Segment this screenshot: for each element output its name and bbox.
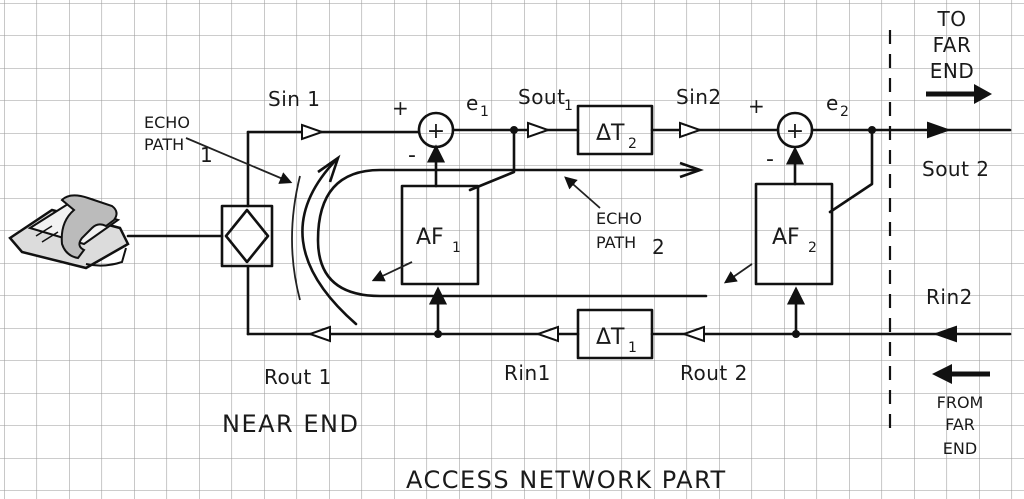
rout1-arrow	[306, 325, 331, 343]
sum1-plus-sign: +	[392, 96, 409, 120]
echo-path-2-label-line1: ECHO	[596, 209, 642, 228]
access-network-label: ACCESS NETWORK PART	[406, 466, 727, 494]
e2-subscript: 2	[840, 104, 849, 120]
echo-path-1-pointer	[185, 137, 293, 184]
sum1-symbol: +	[427, 119, 445, 144]
sin1-arrow	[301, 123, 326, 141]
sout2-label: Sout 2	[922, 157, 990, 181]
sum2-minus-sign: -	[766, 147, 774, 172]
af2-subscript: 2	[808, 240, 817, 256]
echo-path-1-inner-arc	[291, 175, 301, 301]
telephone-icon	[8, 194, 130, 270]
e1-feedback-line	[468, 128, 516, 192]
rin2-arrow	[932, 325, 957, 343]
sin2-label: Sin2	[676, 85, 722, 109]
rout2-label: Rout 2	[680, 361, 748, 385]
e1-label: e	[466, 91, 479, 115]
sout1-subscript: 1	[564, 98, 573, 114]
echo-path-2-arrowhead	[679, 161, 704, 179]
to-far-end-label-line1: TO	[937, 7, 967, 31]
sout1-arrow	[527, 121, 552, 139]
af1-label: AF	[416, 225, 444, 250]
rin1-label: Rin1	[504, 361, 551, 385]
near-end-label: NEAR END	[222, 410, 359, 438]
echo-path-2-number: 2	[652, 235, 665, 259]
adaptive-filter-af1	[400, 184, 480, 286]
e2-feedback-line	[828, 128, 874, 214]
echo-path-2-pointer	[564, 176, 601, 209]
af1-subscript: 1	[452, 240, 461, 256]
af1-adapt-arrow	[371, 261, 413, 282]
to-far-end-arrowhead	[974, 84, 992, 104]
sum2-plus-sign: +	[748, 94, 765, 118]
sout2-arrow	[927, 121, 952, 139]
echo-path-2-loop	[316, 168, 708, 298]
echo-path-1-arrowhead	[317, 154, 341, 183]
echo-path-1-label-line1: ECHO	[144, 113, 190, 132]
af2-adapt-arrow	[723, 263, 753, 284]
rin1-arrow	[534, 325, 559, 343]
sum1-minus-sign: -	[408, 143, 416, 168]
e2-label: e	[826, 91, 839, 115]
dt1-subscript: 1	[628, 340, 637, 356]
to-far-end-label-line3: END	[930, 59, 975, 83]
dt2-label: ΔT	[596, 121, 625, 146]
dt2-subscript: 2	[628, 136, 637, 152]
e1-subscript: 1	[480, 104, 489, 120]
rout2-arrow	[680, 325, 705, 343]
sum2-symbol: +	[786, 119, 804, 144]
dt1-label: ΔT	[596, 325, 625, 350]
echo-path-2-label-line2: PATH	[596, 233, 636, 252]
sin1-label: Sin 1	[268, 87, 321, 111]
echo-path-1-label-line2: PATH	[144, 135, 184, 154]
rin2-label: Rin2	[926, 285, 973, 309]
af2-label: AF	[772, 225, 800, 250]
echo-path-1-number: 1	[200, 143, 213, 167]
from-far-end-arrowhead	[932, 364, 952, 384]
sout1-label: Sout	[518, 85, 565, 109]
sin2-arrow	[679, 121, 704, 139]
from-far-end-label-line2: FAR	[945, 415, 975, 434]
rout1-label: Rout 1	[264, 365, 332, 389]
to-far-end-label-line2: FAR	[933, 33, 972, 57]
from-far-end-label-line1: FROM	[937, 393, 984, 412]
from-far-end-label-line3: END	[943, 439, 977, 458]
echo-path-1-arc	[301, 158, 358, 326]
